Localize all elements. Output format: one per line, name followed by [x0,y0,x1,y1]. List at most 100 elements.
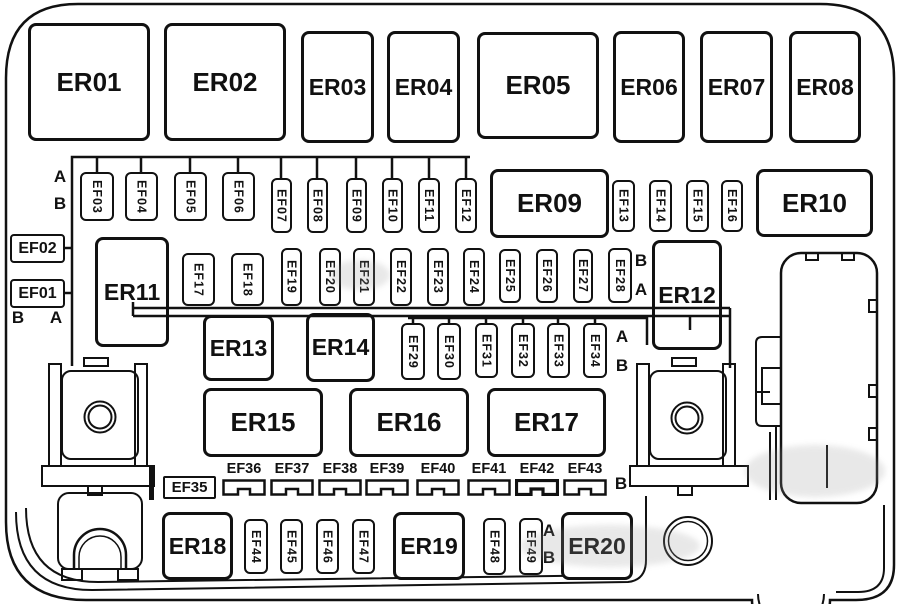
fuse-label: EF36 [226,461,262,477]
fuse-label: EF37 [274,461,310,477]
fuse-shape [416,479,460,496]
connector-outline [755,251,879,505]
fuse-ef48: EF48 [483,518,506,575]
fuse-shape [318,479,362,496]
relay-er15: ER15 [203,388,323,457]
fuse-ef37: EF37 [268,462,316,501]
fuse-ef11: EF11 [418,178,440,233]
fuse-label: EF41 [471,461,507,477]
relay-er09: ER09 [490,169,609,238]
fuse-ef03: EF03 [80,172,114,221]
fuse-ef12: EF12 [455,178,477,233]
fuse-label: EF38 [322,461,358,477]
marker-ef01-b: B [11,308,25,327]
fuse-ef17: EF17 [182,253,215,306]
right-mount [629,357,749,496]
fuse-ef45: EF45 [280,519,303,574]
fuse-ef33: EF33 [547,323,570,378]
relay-er19: ER19 [393,512,465,580]
relay-er13: ER13 [203,315,274,381]
fuse-ef46: EF46 [316,519,339,574]
relay-er02: ER02 [164,23,286,141]
fuse-ef06: EF06 [222,172,255,221]
fuse-ef29: EF29 [401,323,425,380]
marker-ef01-a: A [49,308,63,327]
fuse-shape [365,479,409,496]
marker-ef34-b: B [615,356,629,375]
fuse-ef13: EF13 [612,180,635,232]
fuse-ef21: EF21 [353,248,375,306]
fuse-ef05: EF05 [174,172,207,221]
fuse-shape [514,478,560,497]
fuse-label: EF40 [420,461,456,477]
fuse-ef40: EF40 [414,462,462,501]
marker-ef49-b: B [542,548,556,567]
fuse-ef02: EF02 [10,234,65,263]
fuse-label: EF39 [369,461,405,477]
fuse-ef38: EF38 [316,462,364,501]
relay-er17: ER17 [487,388,606,457]
relay-er16: ER16 [349,388,469,457]
marker-row-a: A [53,167,67,186]
relay-er12: ER12 [652,240,722,350]
marker-ef28-b: B [634,251,648,270]
fuse-shape [222,479,266,496]
marker-ef28-a: A [634,280,648,299]
fuse-ef30: EF30 [437,323,461,380]
marker-ef34-a: A [615,327,629,346]
fuse-ef14: EF14 [649,180,672,232]
fuse-ef20: EF20 [319,248,341,306]
fuse-shape [563,479,607,496]
fuse-ef36: EF36 [220,462,268,501]
fuse-ef22: EF22 [390,248,412,306]
fuse-ef27: EF27 [573,249,593,303]
fuse-shape [467,479,511,496]
ef35-side-bar [149,467,154,500]
fuse-label: EF42 [519,461,555,477]
fuse-ef07: EF07 [271,178,292,233]
marker-row-b: B [53,194,67,213]
fuse-ef23: EF23 [427,248,449,306]
fuse-ef41: EF41 [465,462,513,501]
fuse-ef32: EF32 [511,323,535,378]
relay-er01: ER01 [28,23,150,141]
fuse-ef39: EF39 [363,462,411,501]
fuse-ef15: EF15 [686,180,709,232]
fuse-shape [270,479,314,496]
relay-er20: ER20 [561,512,633,580]
fuse-ef08: EF08 [307,178,328,233]
fuse-ef42: EF42 [513,462,561,501]
fuse-ef43: EF43 [561,462,609,501]
fuse-ef28: EF28 [608,248,632,303]
relay-er05: ER05 [477,32,599,139]
relay-er04: ER04 [387,31,460,143]
relay-er07: ER07 [700,31,773,143]
fuse-ef01: EF01 [10,279,65,308]
fuse-ef10: EF10 [382,178,403,233]
watermark [745,445,885,497]
fuse-ef04: EF04 [125,172,158,221]
relay-er18: ER18 [162,512,233,580]
relay-er08: ER08 [789,31,861,143]
fuse-ef09: EF09 [346,178,367,233]
left-mount [41,357,155,581]
marker-ef49-a: A [542,521,556,540]
fuse-ef44: EF44 [244,519,268,574]
fuse-ef35: EF35 [163,476,216,499]
relay-er10: ER10 [756,169,873,237]
fuse-ef19: EF19 [281,248,302,306]
fuse-ef24: EF24 [463,248,485,306]
marker-ef43-b: B [614,474,628,493]
fuse-ef47: EF47 [352,519,375,574]
relay-er11: ER11 [95,237,169,347]
fuse-ef31: EF31 [475,323,498,378]
fuse-ef26: EF26 [536,249,558,303]
fuse-ef16: EF16 [721,180,743,232]
relay-er14: ER14 [306,313,375,382]
fuse-ef25: EF25 [499,249,521,303]
relay-er03: ER03 [301,31,374,143]
relay-er06: ER06 [613,31,685,143]
fuse-ef18: EF18 [231,253,264,306]
fuse-label: EF43 [567,461,603,477]
